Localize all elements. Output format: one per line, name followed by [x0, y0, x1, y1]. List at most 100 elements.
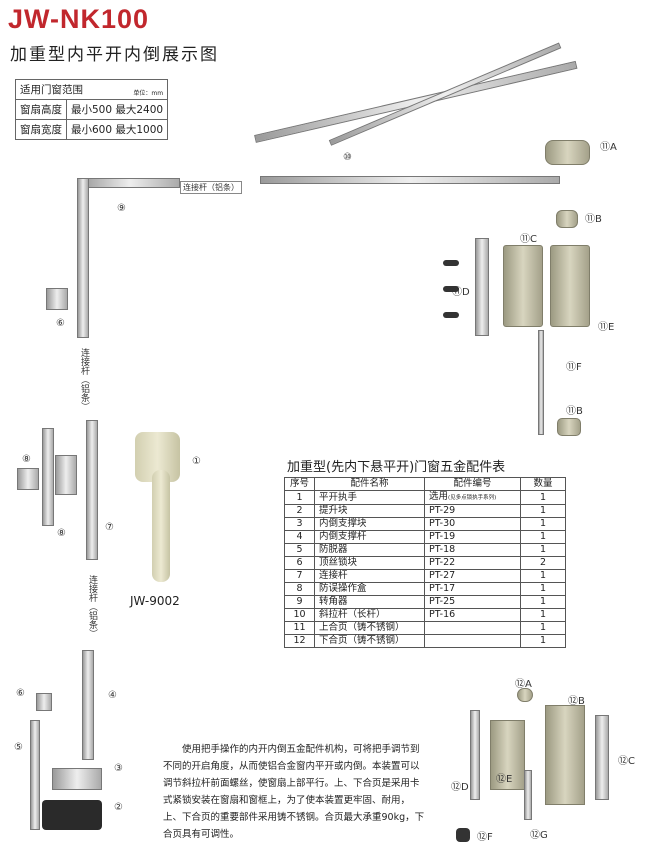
cell-name: 防误操作盒 — [314, 582, 425, 596]
cell-qty: 1 — [520, 543, 566, 557]
column-header: 数量 — [520, 477, 566, 491]
cell-name: 下合页（铸不锈钢） — [314, 634, 425, 648]
cell-no: 5 — [284, 543, 315, 557]
cell-text: 平开执手 — [319, 491, 358, 503]
cell-code: PT-29 — [424, 504, 521, 518]
cell-text: 1 — [539, 518, 547, 529]
cell-text: 1 — [539, 531, 547, 542]
screw-icon — [443, 312, 459, 318]
label-11c: ⑪C — [520, 234, 537, 245]
cell-no: 9 — [284, 595, 315, 609]
range-label: 窗扇高度 — [15, 99, 67, 120]
cell-no: 2 — [284, 504, 315, 518]
label-12b: ⑫B — [568, 696, 585, 707]
cell-no: 4 — [284, 530, 315, 544]
label-1: ① — [192, 456, 201, 467]
pin-12g-image — [524, 770, 532, 820]
lock-block-image — [36, 693, 52, 711]
cell-text: 8 — [296, 583, 303, 594]
range-value: 最小600 最大1000 — [65, 119, 169, 140]
rod-label-vertical: 连接杆（铝条） — [87, 575, 97, 638]
table-row: 4 内倒支撑杆 PT-19 1 — [284, 530, 566, 544]
hinge-11a-image — [545, 140, 590, 165]
range-table: 适用门窗范围单位：mm 窗扇高度最小500 最大2400 窗扇宽度最小600 最… — [14, 79, 169, 140]
cell-text: 1 — [539, 505, 547, 516]
label-7: ⑦ — [105, 522, 114, 533]
cell-text: 2 — [539, 557, 547, 568]
cell-name: 顶丝锁块 — [314, 556, 425, 570]
lock-block-image — [17, 468, 39, 490]
cell-qty: 1 — [520, 504, 566, 518]
hinge-12b-image — [545, 705, 585, 805]
cell-qty: 1 — [520, 582, 566, 596]
cell-no: 7 — [284, 569, 315, 583]
page-subtitle: 加重型内平开内倒展示图 — [10, 45, 219, 65]
cell-name: 斜拉杆（长杆） — [314, 608, 425, 622]
cell-text: 防误操作盒 — [319, 583, 367, 594]
cell-no: 6 — [284, 556, 315, 570]
corner-drive-image — [80, 178, 180, 188]
table-row: 6 顶丝锁块 PT-22 2 — [284, 556, 566, 570]
cap-11b-image — [556, 210, 578, 228]
cell-text: PT-29 — [429, 505, 456, 516]
label-5: ⑤ — [14, 742, 23, 753]
cell-text: PT-16 — [429, 609, 456, 620]
anti-drop-5-image — [30, 720, 40, 830]
screw-icon — [456, 828, 470, 842]
unit-label: 单位：mm — [133, 90, 164, 97]
label-12c: ⑫C — [618, 756, 635, 767]
cell-name: 内倒支撑块 — [314, 517, 425, 531]
cell-text: 顶丝锁块 — [319, 557, 358, 568]
cell-code: PT-16 — [424, 608, 521, 622]
hinge-12-image — [470, 710, 480, 800]
cell-code: PT-25 — [424, 595, 521, 609]
cell-qty: 2 — [520, 556, 566, 570]
label-4: ④ — [108, 690, 117, 701]
cell-text: 内倒支撑杆 — [319, 531, 367, 542]
cell-text: 斜拉杆（长杆） — [319, 609, 386, 620]
cell-text: PT-19 — [429, 531, 456, 542]
cell-no: 12 — [284, 634, 315, 648]
cell-text: PT-27 — [429, 570, 456, 581]
cell-no: 10 — [284, 608, 315, 622]
cell-text: 6 — [296, 557, 303, 568]
cell-qty: 1 — [520, 530, 566, 544]
rod-label-horizontal: 连接杆（铝条） — [180, 181, 242, 194]
label-12d: ⑫D — [451, 782, 469, 793]
cell-text: PT-17 — [429, 583, 456, 594]
cell-code: PT-19 — [424, 530, 521, 544]
cell-text: 1 — [539, 596, 547, 607]
cap-11b-image — [557, 418, 581, 436]
label-11d: ⑪D — [452, 287, 470, 298]
cell-text: 2 — [296, 505, 303, 516]
corner-drive-image — [77, 178, 89, 338]
cell-qty: 1 — [520, 595, 566, 609]
label-10: ⑩ — [343, 152, 352, 163]
screw-icon — [443, 286, 459, 292]
label-11b-2: ⑪B — [566, 406, 583, 417]
product-title: JW-NK100 — [8, 4, 149, 34]
cell-text: 连接杆 — [319, 570, 348, 581]
tilt-arm-image — [254, 60, 578, 143]
cell-text: 10 — [293, 609, 306, 620]
support-arm-4-image — [82, 650, 94, 760]
cell-no: 1 — [284, 490, 315, 505]
cell-code: PT-30 — [424, 517, 521, 531]
screw-icon — [443, 260, 459, 266]
cell-code: 选用(见多点锁执手系列) — [424, 490, 521, 505]
label-12e: ⑫E — [496, 774, 513, 785]
column-header: 配件名称 — [314, 477, 425, 491]
hinge-leaf-11c-image — [503, 245, 543, 327]
anti-misoperation-box-image — [42, 428, 54, 526]
cell-text: PT-25 — [429, 596, 456, 607]
cell-code: PT-22 — [424, 556, 521, 570]
range-header: 适用门窗范围 — [20, 84, 83, 96]
cell-text: 12 — [293, 635, 306, 646]
parts-table-title: 加重型(先内下悬平开)门窗五金配件表 — [287, 460, 506, 475]
label-12a: ⑫A — [515, 679, 532, 690]
cell-qty: 1 — [520, 608, 566, 622]
